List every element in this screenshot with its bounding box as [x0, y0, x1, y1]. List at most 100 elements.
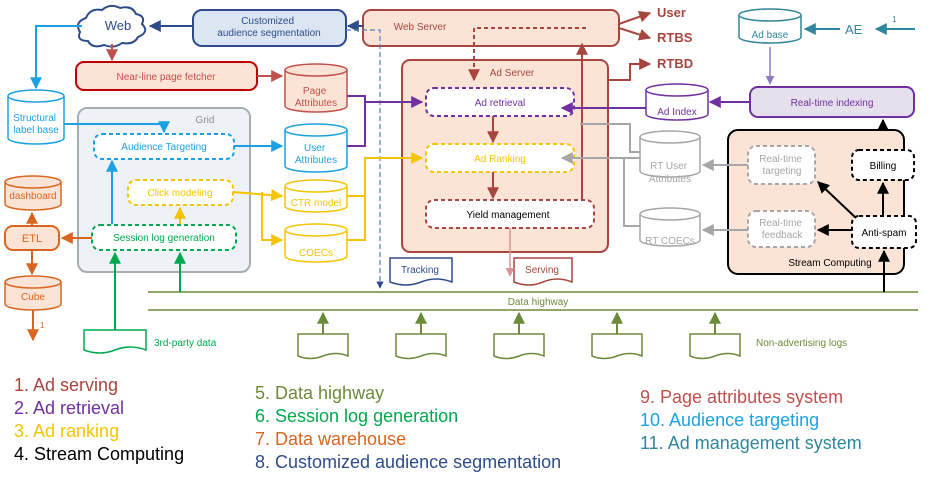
dashboard-db: dashboard — [4, 175, 62, 211]
customized-segmentation-line1: Customized — [241, 16, 294, 27]
rtbd-label: RTBD — [657, 56, 693, 71]
stream-computing-label: Stream Computing — [788, 258, 871, 269]
arrow-to-user — [618, 10, 652, 25]
ad-retrieval-label: Ad retrieval — [475, 98, 526, 109]
legend-item: 11. Ad management system — [640, 433, 862, 453]
non-adv-log-doc-5 — [689, 333, 741, 360]
user-attributes-db: User Attributes — [284, 123, 348, 173]
customized-segmentation-label: Customized audience segmentation — [217, 16, 320, 39]
arrow-to-rtbd — [608, 58, 652, 81]
non-adv-log-doc-3 — [493, 333, 545, 360]
arrow-click-to-ctr — [232, 189, 284, 202]
legend-item: 7. Data warehouse — [255, 429, 407, 449]
non-adv-logs-label: Non-advertising logs — [756, 338, 847, 349]
structural-label-base-db: Structural label base — [7, 89, 65, 145]
third-party-document — [83, 329, 147, 354]
nearline-fetcher-label: Near-line page fetcher — [117, 72, 217, 83]
ae-number: 1 — [892, 15, 897, 24]
user-attributes-line1: User — [304, 143, 326, 154]
legend-item: 2. Ad retrieval — [14, 398, 125, 418]
legend-column-3: 9. Page attributes system 10. Audience t… — [640, 386, 862, 455]
coecs-db: COECs — [284, 223, 348, 263]
web-cloud-icon — [77, 4, 147, 48]
user-attributes-line2: Attributes — [295, 155, 337, 166]
coecs-label: COECs — [299, 248, 333, 259]
session-log-box — [91, 224, 237, 251]
legend-item: 5. Data highway — [255, 383, 385, 403]
ad-index-db: Ad Index — [645, 83, 709, 121]
page-attributes-db: Page Attributes — [284, 63, 348, 113]
arrow-to-rtbs — [618, 27, 652, 41]
structural-line1: Structural — [13, 113, 56, 124]
ad-base-label: Ad base — [752, 30, 789, 41]
ad-index-label: Ad Index — [657, 107, 696, 118]
session-log-label: Session log generation — [113, 233, 215, 244]
legend-item: 6. Session log generation — [255, 406, 459, 426]
ad-server-label: Ad Server — [490, 68, 535, 79]
ad-base-db: Ad base — [738, 8, 802, 44]
customized-segmentation-line2: audience segmentation — [217, 28, 320, 39]
user-label: User — [657, 5, 686, 20]
tracking-label: Tracking — [401, 265, 439, 276]
tracking-document — [389, 257, 453, 286]
customized-segmentation-box — [192, 9, 347, 47]
rt-coecs-db: RT COECs — [639, 207, 701, 247]
legend-item: 9. Page attributes system — [640, 387, 844, 407]
non-adv-log-doc-2 — [395, 333, 447, 360]
non-adv-log-doc-4 — [591, 333, 643, 360]
antispam-label: Anti-spam — [861, 228, 906, 239]
arrow-click-to-coecs — [261, 192, 284, 246]
grid-label: Grid — [196, 115, 215, 126]
ctr-model-db: CTR model — [284, 179, 348, 213]
web-server-label: Web Server — [394, 22, 447, 33]
rt-user-attributes-label: RT User Attributes — [649, 161, 691, 185]
legend-item: 1. Ad serving — [14, 375, 119, 395]
yield-management-box — [425, 199, 595, 229]
realtime-indexing-label: Real-time indexing — [791, 98, 874, 109]
ad-retrieval-box — [425, 87, 575, 117]
rt-user-line1: RT User — [650, 161, 688, 172]
billing-label: Billing — [870, 161, 897, 172]
arrow-antispam-to-rttargeting — [817, 181, 857, 219]
arrow-coecs-to-ranking — [347, 196, 366, 241]
cube-number: 1 — [40, 321, 45, 330]
rt-feedback-line1: Real-time — [759, 218, 802, 229]
structural-label-base-label: Structural label base — [13, 113, 59, 136]
legend-item: 4. Stream Computing — [14, 444, 185, 464]
legend-column-1: 1. Ad serving 2. Ad retrieval 3. Ad rank… — [14, 374, 184, 466]
ad-ranking-label: Ad Ranking — [474, 154, 526, 165]
connectors — [26, 10, 915, 342]
ae-label: AE — [845, 22, 863, 37]
arrow-ctr-to-ranking — [347, 152, 424, 197]
arrow-rtcoecs-to-ranking — [623, 158, 640, 227]
cube-db: Cube — [4, 275, 62, 311]
realtime-targeting-label: Real-time targeting — [759, 154, 805, 177]
legend-item: 8. Customized audience segmentation — [255, 452, 562, 472]
click-modeling-label: Click modeling — [147, 188, 212, 199]
dashboard-label: dashboard — [9, 191, 56, 202]
structural-line2: label base — [13, 125, 59, 136]
yield-management-label: Yield management — [466, 210, 549, 221]
arrow-user-attr-to-retrieval — [347, 102, 366, 147]
realtime-feedback-box — [747, 210, 816, 248]
billing-box — [851, 149, 915, 181]
page-attributes-line1: Page — [303, 86, 327, 97]
legend-column-2: 5. Data highway 6. Session log generatio… — [255, 382, 561, 474]
rt-targeting-line2: targeting — [763, 166, 802, 177]
serving-label: Serving — [525, 265, 559, 276]
legend-item: 10. Audience targeting — [640, 410, 820, 430]
arrow-web-to-structural — [30, 25, 82, 90]
page-attributes-label: Page Attributes — [295, 86, 337, 109]
cube-label: Cube — [21, 292, 45, 303]
arrow-webserver-to-retrieval — [468, 27, 586, 82]
realtime-targeting-box — [747, 145, 816, 185]
arrow-rtuser-to-retrieval — [580, 123, 640, 153]
rt-user-attributes-db: RT User Attributes — [639, 130, 701, 185]
rt-user-line2: Attributes — [649, 174, 691, 185]
serving-document — [513, 257, 573, 286]
rt-targeting-line1: Real-time — [759, 154, 802, 165]
web-label: Web — [105, 18, 132, 33]
user-attributes-label: User Attributes — [295, 143, 337, 166]
third-party-label: 3rd-party data — [154, 338, 217, 349]
